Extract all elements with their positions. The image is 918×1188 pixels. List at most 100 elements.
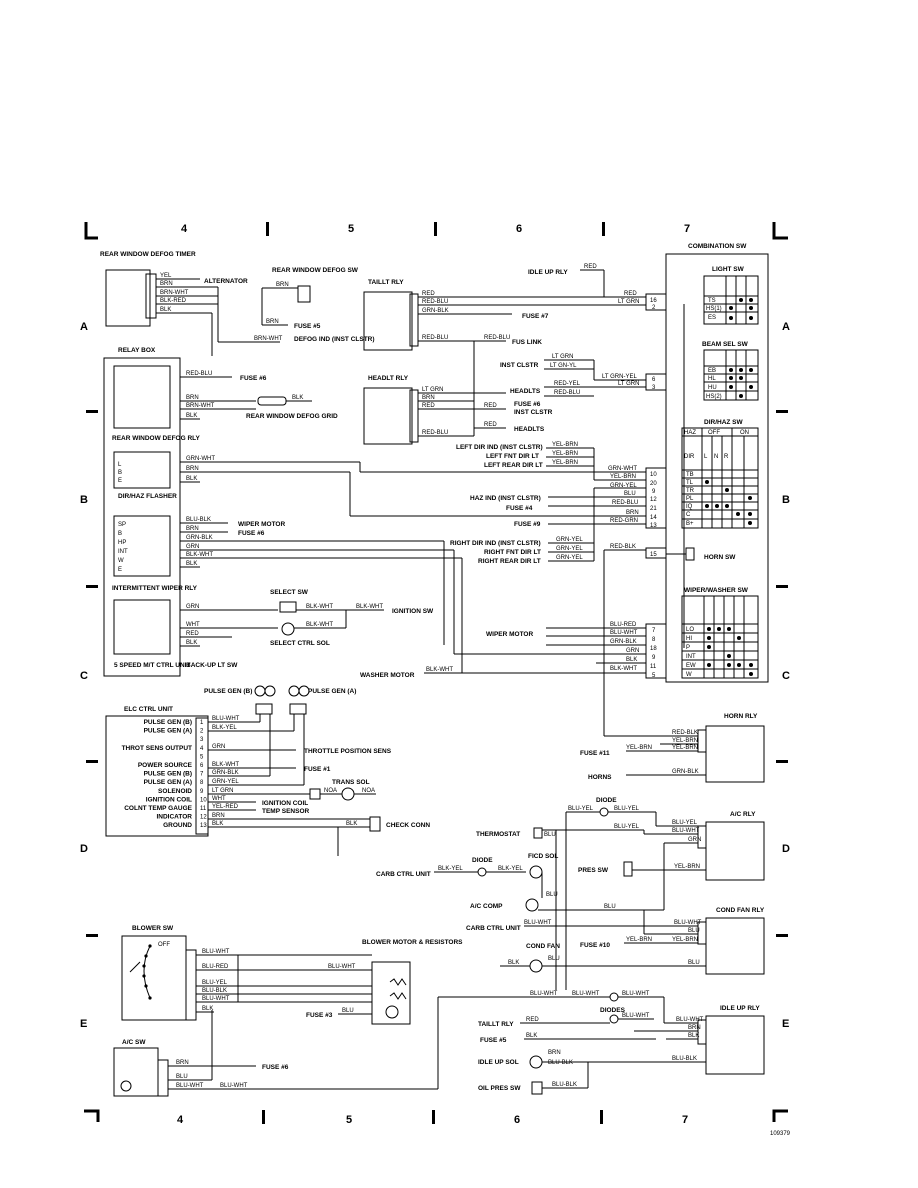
svg-text:B: B [118,470,122,476]
label: REAR WINDOW DEFOG TIMER [100,251,196,258]
select-sw: SELECT SW BLK-WHT BLK-WHT IGNITION SW BL… [270,589,434,647]
svg-text:LT GRN-YEL: LT GRN-YEL [602,374,637,380]
ecu-pin-label: GROUND [163,822,192,829]
tick-mark [776,760,788,763]
row-label-right: B [782,494,790,506]
svg-text:LT GRN: LT GRN [422,387,443,393]
svg-text:BLU-WHT: BLU-WHT [212,716,240,722]
svg-text:6: 6 [652,377,656,383]
headlt-rly: HEADLT RLY LT GRN BRN RED RED FUSE #6 IN… [363,375,553,445]
svg-text:HAZ: HAZ [684,430,696,436]
svg-text:RED: RED [484,422,497,428]
svg-text:W: W [686,672,692,678]
svg-text:A/C COMP: A/C COMP [470,903,503,910]
ecu-pin-number: 13 [200,823,207,829]
ecu-pin-number: 7 [200,772,204,778]
svg-text:BLK-WHT: BLK-WHT [306,604,333,610]
svg-text:GRN-YEL: GRN-YEL [556,555,583,561]
svg-text:BLU-WHT: BLU-WHT [220,1083,248,1089]
svg-text:HAZ IND (INST CLSTR): HAZ IND (INST CLSTR) [470,495,541,502]
svg-text:BLU-RED: BLU-RED [202,964,229,970]
ecu-pin-label: INDICATOR [156,814,192,821]
svg-text:BLU-WHT: BLU-WHT [676,1017,704,1023]
svg-text:HL: HL [708,376,716,382]
svg-text:CARB CTRL UNIT: CARB CTRL UNIT [466,925,521,932]
svg-text:RIGHT DIR IND (INST CLSTR): RIGHT DIR IND (INST CLSTR) [450,540,541,547]
svg-text:INST CLSTR: INST CLSTR [514,409,553,416]
svg-text:BLK: BLK [688,1033,699,1039]
row-label-left: C [80,670,88,682]
svg-text:BLK: BLK [202,1006,213,1012]
svg-text:BLU-WHT: BLU-WHT [622,1013,650,1019]
svg-text:RED: RED [584,264,597,270]
rear-window-defog-sw: REAR WINDOW DEFOG SW BRN BRN FUSE #5 BRN… [254,267,375,343]
svg-text:RED-BLU: RED-BLU [554,390,580,396]
svg-text:RED-BLU: RED-BLU [422,335,448,341]
svg-text:YEL-RED: YEL-RED [212,804,239,810]
ecu-pin-label: PULSE GEN (A) [144,728,192,735]
dir-lights: LEFT DIR IND (INST CLSTR) LEFT FNT DIR L… [349,442,646,736]
svg-text:ON: ON [740,430,749,436]
tick-mark [776,585,788,588]
svg-text:IQ: IQ [686,504,693,510]
tick-mark [86,585,98,588]
alternator-label: ALTERNATOR [204,278,248,285]
svg-text:FUS LINK: FUS LINK [512,339,542,346]
svg-text:LT GRN: LT GRN [552,354,573,360]
svg-text:BLOWER MOTOR & RESISTORS: BLOWER MOTOR & RESISTORS [362,939,463,946]
ecu-pin-number: 9 [200,789,204,795]
carb-ctrl-unit-block: CARB CTRL UNIT BLK-YEL DIODE BLK-YEL FIC… [376,828,664,990]
relay-box: RELAY BOX REAR WINDOW DEFOG RLY RED-BLU … [103,347,462,677]
svg-text:SELECT CTRL SOL: SELECT CTRL SOL [270,640,330,647]
svg-text:FUSE #5: FUSE #5 [480,1037,507,1044]
svg-text:BRN: BRN [422,395,435,401]
svg-text:BLK-WHT: BLK-WHT [306,622,333,628]
svg-text:BRN: BRN [548,1050,561,1056]
row-label-right: E [782,1018,789,1030]
svg-text:OFF: OFF [708,430,720,436]
svg-text:BLOWER SW: BLOWER SW [132,925,174,932]
svg-text:BLK: BLK [292,395,303,401]
col-label-top: 7 [684,223,690,235]
svg-text:SP: SP [118,522,126,528]
svg-text:18: 18 [650,646,657,652]
svg-text:BLK-WHT: BLK-WHT [426,667,453,673]
svg-text:INST CLSTR: INST CLSTR [500,362,539,369]
svg-text:THROTTLE POSITION SENS: THROTTLE POSITION SENS [304,748,392,755]
ecu-pin-label: IGNITION COIL [146,796,192,803]
svg-text:RED: RED [624,291,637,297]
svg-text:HORNS: HORNS [588,774,612,781]
svg-text:COMBINATION SW: COMBINATION SW [688,243,747,250]
svg-text:GRN-YEL: GRN-YEL [556,546,583,552]
ecu-pin-number: 8 [200,780,204,786]
svg-text:RED-BLU: RED-BLU [186,371,212,377]
svg-text:RED-YEL: RED-YEL [554,381,581,387]
svg-text:BEAM SEL SW: BEAM SEL SW [702,341,749,348]
washer-motor-line: WASHER MOTOR BLK-WHT [360,558,646,679]
svg-text:WASHER MOTOR: WASHER MOTOR [360,672,415,679]
svg-text:11: 11 [650,664,657,670]
col-label-bottom: 4 [177,1114,184,1126]
svg-text:BLU-YEL: BLU-YEL [672,820,698,826]
svg-text:WIPER MOTOR: WIPER MOTOR [238,521,285,528]
svg-text:GRN-BLK: GRN-BLK [422,308,449,314]
ecu-pin-label: POWER SOURCE [138,762,193,769]
svg-text:FUSE #9: FUSE #9 [514,521,541,528]
ecu-pin-label: PULSE GEN (A) [144,779,192,786]
col-label-top: 6 [516,223,522,235]
svg-text:BLU-WHT: BLU-WHT [530,991,558,997]
svg-text:13: 13 [650,523,657,529]
svg-text:RED: RED [422,403,435,409]
col-label-bottom: 7 [682,1114,688,1126]
svg-text:BLK-WHT: BLK-WHT [212,762,239,768]
tick-mark [776,934,788,937]
svg-text:HEADLTS: HEADLTS [514,426,545,433]
svg-text:BLK-WHT: BLK-WHT [610,666,637,672]
svg-text:BLK-YEL: BLK-YEL [212,725,237,731]
svg-text:R: R [724,454,729,460]
svg-text:HS(1): HS(1) [706,306,722,312]
tick-mark [262,1110,265,1124]
svg-text:HORN SW: HORN SW [704,554,736,561]
label: REAR WINDOW DEFOG SW [272,267,359,274]
svg-text:RIGHT REAR DIR LT: RIGHT REAR DIR LT [478,558,541,565]
